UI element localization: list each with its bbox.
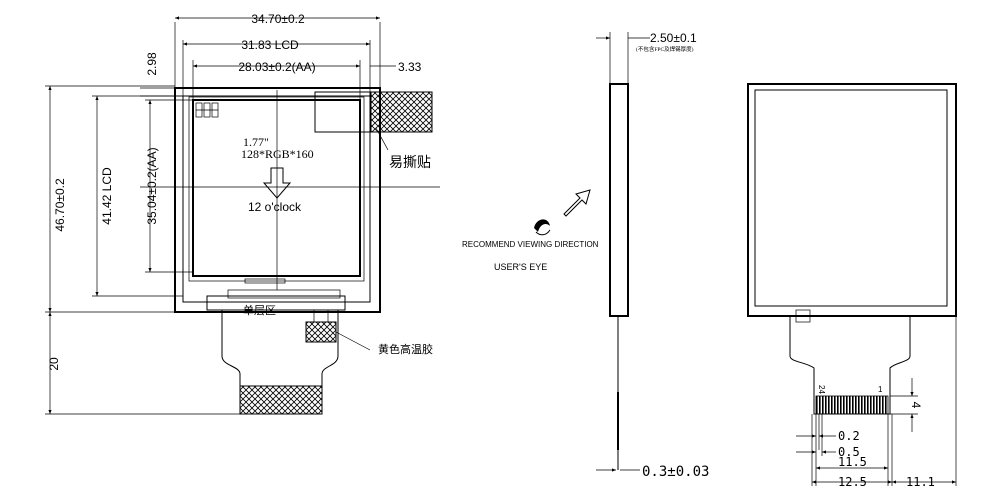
dim-fpc-length-label: 20	[47, 357, 61, 371]
dim-thickness-label: 2.50±0.1	[650, 31, 697, 45]
module-outline	[174, 87, 381, 313]
dim-fpc-length: 20	[45, 312, 240, 415]
dim-thickness: 2.50±0.1 (不包含FPC及焊锡厚度)	[596, 31, 697, 84]
dim-lcd-height-label: 41.42 LCD	[100, 167, 114, 225]
dim-pin-span: 11.5	[816, 414, 889, 486]
dim-left-offset: 2.98	[140, 52, 183, 97]
dim-pin-length-label: 4	[909, 402, 923, 409]
dim-aa-height-label: 35.04±0.2(AA)	[145, 147, 159, 224]
dim-outline-width: 34.70±0.2	[174, 12, 381, 90]
view-direction-label: 12 o'clock	[248, 200, 302, 214]
dim-fpc-thickness: 0.3±0.03	[596, 464, 709, 480]
yellow-tape-label: 黄色高温胶	[378, 342, 433, 356]
dim-right-offset-label: 11.1	[906, 475, 935, 489]
size-label: 1.77"	[243, 135, 269, 149]
easy-peel-label: 易撕贴	[389, 155, 431, 171]
viewing-direction-arrow-icon	[563, 189, 591, 217]
viewing-direction-label: RECOMMEND VIEWING DIRECTION	[462, 240, 599, 249]
single-layer-label: 单层区	[243, 304, 276, 317]
eye-icon	[534, 219, 551, 236]
dim-lcd-width: 31.83 LCD	[182, 38, 371, 96]
dim-pin-width: 0.2	[796, 414, 860, 486]
dim-aa-width: 28.03±0.2(AA) 3.33	[192, 60, 422, 100]
dim-fpc-width: 12.5	[811, 414, 893, 489]
driver-ic	[244, 278, 286, 284]
pin-last-label: 24	[817, 385, 826, 394]
back-view: 24 1 4 0.2 0.5 11.5	[747, 83, 957, 489]
dim-aa-height: 35.04±0.2(AA)	[145, 99, 193, 273]
dim-pin-length: 4	[890, 378, 923, 432]
dim-pin-span-label: 11.5	[838, 455, 867, 469]
dim-left-offset-label: 2.98	[145, 52, 159, 76]
easy-peel-outline	[314, 91, 372, 133]
dim-lcd-height: 41.42 LCD	[92, 95, 183, 297]
backlight-area	[754, 89, 948, 307]
dim-outline-width-label: 34.70±0.2	[251, 12, 305, 26]
dim-aa-width-label: 28.03±0.2(AA)	[238, 60, 315, 74]
dim-right-offset-label: 3.33	[398, 60, 422, 74]
dim-right-offset: 11.1	[892, 316, 957, 489]
yellow-tape	[305, 321, 337, 343]
easy-peel-tab	[369, 91, 433, 133]
module-side-profile	[609, 83, 629, 317]
dim-pin-width-label: 0.2	[838, 429, 860, 443]
side-view: 2.50±0.1 (不包含FPC及焊锡厚度) 0.3±0.03 RECOMMEN…	[462, 31, 709, 480]
dim-outline-height: 46.70±0.2	[45, 85, 175, 313]
back-fpc-pins	[815, 395, 889, 415]
panel-edge	[188, 96, 365, 282]
dim-pin-pitch-label: 0.5	[838, 445, 860, 459]
pin-first-label: 1	[878, 385, 883, 394]
front-view: 34.70±0.2 31.83 LCD 28.03±0.2(AA) 3.33 2…	[45, 12, 440, 415]
fpc-cable	[206, 289, 346, 415]
dim-fpc-thickness-label: 0.3±0.03	[642, 464, 709, 480]
dim-fpc-width-label: 12.5	[838, 475, 867, 489]
lcd-glass	[182, 95, 371, 303]
fpc-contact-pads	[239, 385, 323, 415]
corner-components	[195, 102, 219, 118]
dim-thickness-note: (不包含FPC及焊锡厚度)	[636, 45, 694, 53]
users-eye-label: USER'S EYE	[494, 262, 547, 272]
dim-lcd-width-label: 31.83 LCD	[241, 38, 299, 52]
view-direction-arrow-icon	[262, 167, 292, 199]
dim-outline-height-label: 46.70±0.2	[53, 178, 67, 232]
dim-pin-pitch: 0.5	[796, 414, 860, 459]
back-outline	[747, 83, 957, 317]
active-area	[192, 99, 361, 277]
resolution-label: 128*RGB*160	[241, 147, 314, 161]
